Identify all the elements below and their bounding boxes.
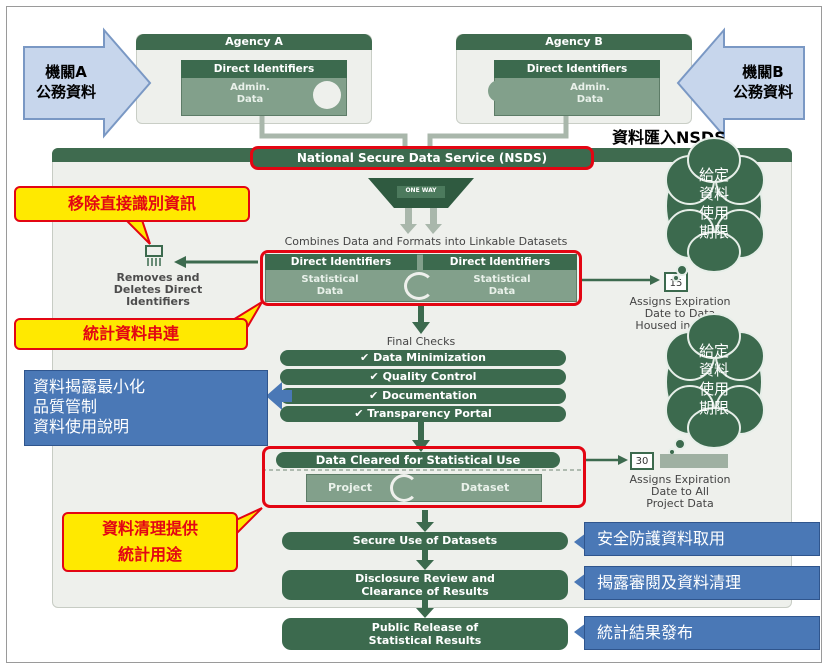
check-data-minimization: ✔ Data Minimization: [280, 350, 566, 366]
blue-label-final-checks: 資料揭露最小化 品質管制 資料使用說明: [24, 370, 268, 446]
check-icon: ✔: [369, 389, 383, 402]
check-transparency-portal: ✔ Transparency Portal: [280, 406, 566, 422]
agency-b-admin-data: Admin. Data: [570, 82, 610, 105]
cloud-text-1: 給定 資料 使用 期限: [698, 166, 729, 241]
callout-remove-ids: 移除直接識別資訊: [14, 186, 250, 222]
agency-b-zh-line1: 機關: [742, 63, 773, 81]
project-label: Project: [327, 481, 373, 494]
agency-a-zh-label: 機關A 公務資料: [28, 62, 104, 102]
nsds-title: National Secure Data Service (NSDS): [296, 151, 548, 165]
check-label: Data Minimization: [373, 351, 486, 364]
secure-use-label: Secure Use of Datasets: [282, 532, 568, 550]
outer-frame: [6, 6, 822, 663]
import-label-zh: 資料匯入: [612, 128, 677, 147]
agency-b-zh-label: 機關B 公務資料: [722, 62, 804, 102]
greyed-dataset-icon: [660, 454, 728, 468]
calendar-15-day: 15: [669, 278, 683, 289]
final-checks-label: Final Checks: [386, 335, 456, 348]
check-label: Quality Control: [382, 370, 477, 383]
puzzle-piece-icon: [313, 81, 341, 109]
linked-left-body: Statistical Data: [301, 274, 359, 297]
agency-b-zh-line2: 公務資料: [732, 83, 793, 101]
public-release-label: Public Release of Statistical Results: [282, 618, 568, 650]
data-cleared-label: Data Cleared for Statistical Use: [276, 452, 560, 468]
agency-a-title: Agency A: [136, 34, 372, 50]
linked-right-header: Direct Identifiers: [423, 254, 577, 270]
dataset-label: Dataset: [460, 481, 510, 494]
project-dataset-box: [306, 474, 542, 502]
linked-right-body: Statistical Data: [473, 274, 531, 297]
puzzle-project-icon: [390, 474, 418, 502]
disclosure-review-label: Disclosure Review and Clearance of Resul…: [282, 570, 568, 600]
agency-a-admin-data: Admin. Data: [230, 82, 270, 105]
agency-b-title: Agency B: [456, 34, 692, 50]
blue-label-release: 統計結果發布: [584, 616, 820, 650]
one-way-label: ONE WAY: [405, 187, 437, 194]
nsds-title-box: [250, 146, 594, 170]
agency-b-zh-letter: B: [772, 63, 784, 81]
linkage-red-box: [260, 250, 582, 306]
cleared-red-box: [262, 446, 586, 508]
agency-a-direct-identifiers: Direct Identifiers: [181, 60, 347, 78]
check-label: Transparency Portal: [367, 407, 492, 420]
agency-a-zh-letter: A: [75, 63, 87, 81]
check-icon: ✔: [354, 407, 368, 420]
combines-text: Combines Data and Formats into Linkable …: [284, 235, 568, 248]
agency-a-zh-line2: 公務資料: [35, 83, 96, 101]
check-quality-control: ✔ Quality Control: [280, 369, 566, 385]
cloud-text-2: 給定 資料 使用 期限: [698, 342, 729, 417]
calendar-30-day: 30: [635, 456, 649, 467]
calendar-30-icon: [630, 452, 654, 470]
expiration-text-2: Assigns Expiration Date to All Project D…: [629, 473, 731, 510]
check-documentation: ✔ Documentation: [280, 388, 566, 404]
removes-text: Removes and Deletes Direct Identifiers: [113, 271, 203, 308]
blue-label-secure: 安全防護資料取用: [584, 522, 820, 556]
puzzle-join-icon: [404, 272, 434, 300]
puzzle-tab-icon: [488, 80, 510, 102]
blue-check-3: 資料使用說明: [33, 417, 130, 436]
agency-b-direct-identifiers: Direct Identifiers: [494, 60, 660, 78]
blue-check-1: 資料揭露最小化: [33, 377, 146, 396]
linked-left-header: Direct Identifiers: [265, 254, 417, 270]
check-label: Documentation: [382, 389, 477, 402]
agency-a-zh-line1: 機關: [45, 63, 76, 81]
callout-linkage: 統計資料串連: [14, 318, 248, 350]
callout-cleaning: 資料清理提供 統計用途: [62, 512, 238, 572]
check-icon: ✔: [360, 351, 374, 364]
blue-check-2: 品質管制: [33, 397, 98, 416]
blue-label-disclosure: 揭露審閱及資料清理: [584, 566, 820, 600]
check-icon: ✔: [369, 370, 383, 383]
